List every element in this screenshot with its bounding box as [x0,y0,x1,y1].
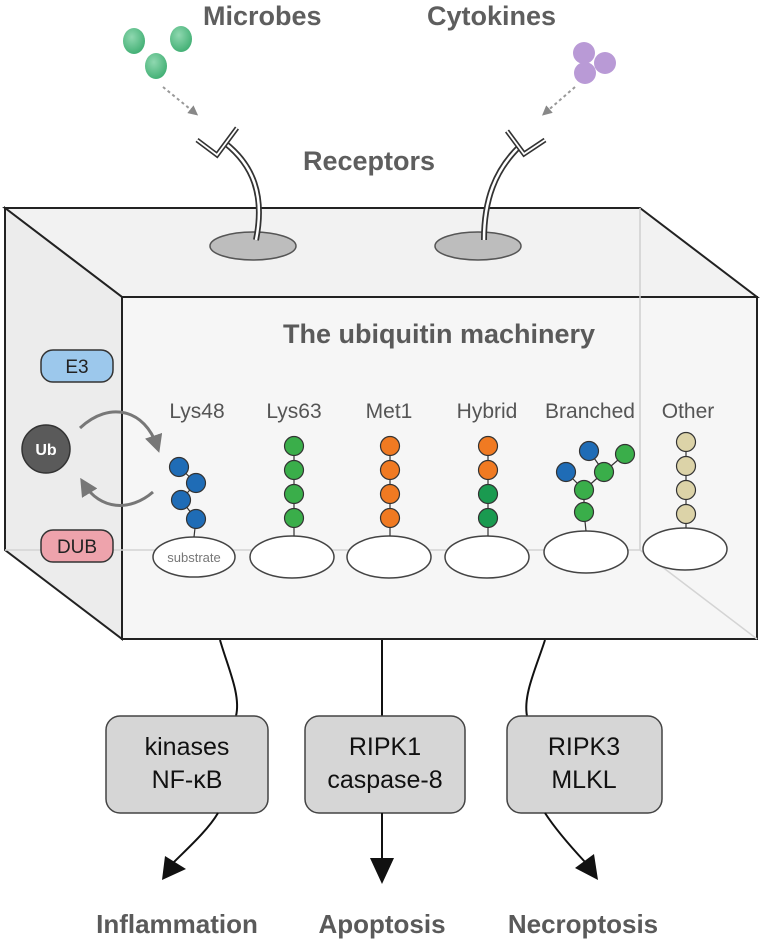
outcome-inflammation: Inflammation [96,909,258,939]
effector-ripk3-line2: MLKL [551,766,616,794]
dub-badge: DUB [40,529,114,563]
substrate-label: substrate [167,550,220,565]
chain-label-lys48: Lys48 [169,400,224,423]
effector-box-kinases: kinases NF-κB [105,715,269,814]
outcome-necroptosis: Necroptosis [508,909,658,939]
connector-left [219,639,239,717]
dub-label: DUB [57,537,97,558]
lys63-chain [283,435,305,536]
substrates: substrate [152,527,728,579]
other-chain [675,431,697,528]
outcome-arrows [162,812,598,884]
lys48-chain [168,456,207,538]
cytokines-label: Cytokines [427,1,556,31]
effector-kinases-line2: NF-κB [152,766,223,794]
chain-label-lys63: Lys63 [266,400,321,423]
receptor-left [195,126,262,241]
deconjugation-arrow [80,477,154,507]
receptors-label: Receptors [303,146,435,176]
chain-label-hybrid: Hybrid [457,400,518,423]
effector-box-ripk1: RIPK1 caspase-8 [304,715,466,814]
hybrid-chain [477,435,499,536]
effector-ripk1-line2: caspase-8 [327,766,442,794]
branched-chain [555,440,636,532]
microbes-label: Microbes [203,1,322,31]
e3-badge: E3 [40,349,114,383]
substrate-branched [543,530,629,574]
cytokines-icon [573,42,616,84]
effector-ripk1-line1: RIPK1 [349,733,421,761]
receptor-right [481,129,547,241]
substrate-lys63 [249,535,335,579]
effector-box-ripk3: RIPK3 MLKL [506,715,663,814]
chain-label-other: Other [662,400,715,423]
substrate-other [642,527,728,571]
receptor-disc-right [434,231,522,261]
machinery-title: The ubiquitin machinery [283,319,595,349]
effector-ripk3-line1: RIPK3 [548,733,620,761]
substrate-met1 [346,535,432,579]
chain-label-branched: Branched [545,400,635,423]
met1-chain [379,435,401,536]
ub-badge: Ub [21,424,71,474]
chain-label-met1: Met1 [366,400,413,423]
microbe-arrow [162,86,199,116]
microbes-icon [123,26,192,79]
e3-label: E3 [65,357,88,378]
arrow-to-inflammation [173,812,219,863]
effector-kinases-line1: kinases [145,733,230,761]
arrow-to-necroptosis [544,812,586,863]
receptor-disc-left [209,231,297,261]
connector-right [525,639,546,717]
cytokine-arrow [541,86,576,116]
outcome-apoptosis: Apoptosis [318,909,445,939]
conjugation-arrow [78,410,163,453]
ub-label: Ub [35,442,57,459]
substrate-hybrid [444,535,530,579]
